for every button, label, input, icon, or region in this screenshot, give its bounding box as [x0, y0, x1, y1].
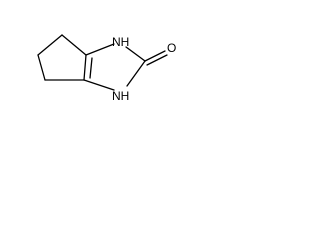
bond-carbonyl-1 [144, 50, 166, 62]
bond-c1-c2 [61, 34, 87, 56]
chemical-structure-diagram: NH O NH [37, 34, 176, 103]
atom-label-oxygen: O [167, 41, 176, 55]
bond-c2-n3 [126, 60, 146, 87]
bond-c1-n1 [85, 43, 115, 56]
bond-c5-c1 [83, 54, 87, 81]
atom-label-nh-bottom: NH [112, 89, 129, 103]
bond-fusion-double-2 [89, 57, 93, 79]
bond-carbonyl-2 [146, 54, 168, 66]
bond-c3-c4 [37, 54, 46, 81]
bond-n1-c2 [125, 46, 146, 62]
bond-c2-c3 [37, 34, 63, 56]
atom-label-nh-top: NH [112, 35, 129, 49]
bond-n3-c5 [83, 79, 115, 91]
